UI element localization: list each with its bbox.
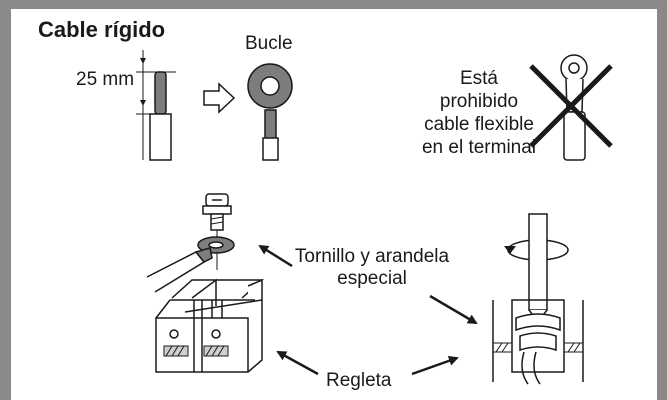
terminal-detail-hatching (493, 342, 583, 353)
wire-to-terminal (146, 247, 213, 293)
terminal-label: Regleta (326, 370, 392, 391)
screwdriver (528, 213, 548, 324)
arrow-right-outline-icon (203, 82, 236, 114)
prohibited-label-line-3: cable flexible (424, 114, 534, 135)
prohibited-label-line-1: Está (459, 68, 499, 89)
title-label: Cable rígido (38, 17, 166, 42)
terminal-detail (492, 299, 584, 385)
screw-and-washer (197, 193, 235, 270)
terminal-block (155, 278, 264, 373)
screw-label-line-2: especial (337, 268, 407, 289)
cross-mark-icon (529, 64, 613, 148)
prohibited-label-line-2: prohibido (439, 91, 519, 112)
wire-loop (247, 63, 293, 161)
terminal-hatching (163, 345, 229, 357)
prohibited-label-line-4: en el terminal (421, 137, 537, 158)
dimension-label: 25 mm (76, 69, 135, 90)
loop-label: Bucle (245, 33, 293, 54)
rigid-wire-stripped (136, 50, 176, 161)
screw-label-line-1: Tornillo y arandela (294, 246, 450, 267)
callout-arrows (258, 244, 478, 376)
